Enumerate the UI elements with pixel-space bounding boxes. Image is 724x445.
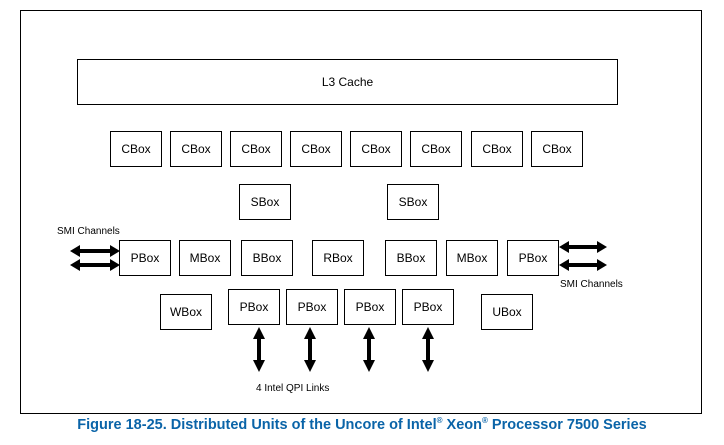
- rbox: RBox: [312, 240, 364, 276]
- qpi-links-label: 4 Intel QPI Links: [256, 383, 330, 394]
- caption-middle: Xeon: [442, 417, 482, 433]
- pbox-qpi-3: PBox: [344, 289, 396, 325]
- registered-mark-2: ®: [482, 416, 488, 426]
- mbox-right: MBox: [446, 240, 498, 276]
- cbox-6: CBox: [410, 131, 462, 167]
- pbox-qpi-1: PBox: [228, 289, 280, 325]
- pbox-smi-right: PBox: [507, 240, 559, 276]
- cbox-5: CBox: [350, 131, 402, 167]
- figure-caption: Figure 18-25. Distributed Units of the U…: [0, 417, 724, 433]
- qpi-arrow-2: [304, 327, 316, 372]
- qpi-arrow-1: [253, 327, 265, 372]
- cbox-8: CBox: [531, 131, 583, 167]
- cbox-2: CBox: [170, 131, 222, 167]
- smi-arrow-right-bottom: [559, 259, 607, 271]
- wbox: WBox: [160, 294, 212, 330]
- cbox-7: CBox: [471, 131, 523, 167]
- bbox-right: BBox: [385, 240, 437, 276]
- diagram-frame: [20, 10, 702, 414]
- cbox-4: CBox: [290, 131, 342, 167]
- registered-mark-1: ®: [436, 416, 443, 426]
- smi-arrow-left-top: [70, 245, 120, 257]
- qpi-arrow-4: [422, 327, 434, 372]
- smi-arrow-left-bottom: [70, 259, 120, 271]
- ubox: UBox: [481, 294, 533, 330]
- caption-suffix: Processor 7500 Series: [487, 417, 647, 433]
- sbox-2: SBox: [387, 184, 439, 220]
- smi-arrow-right-top: [559, 241, 607, 253]
- cbox-1: CBox: [110, 131, 162, 167]
- pbox-smi-left: PBox: [119, 240, 171, 276]
- smi-channels-right-label: SMI Channels: [560, 279, 623, 290]
- mbox-left: MBox: [179, 240, 231, 276]
- caption-prefix: Figure 18-25. Distributed Units of the U…: [77, 417, 437, 433]
- l3-cache-box: L3 Cache: [77, 59, 618, 105]
- bbox-left: BBox: [241, 240, 293, 276]
- cbox-3: CBox: [230, 131, 282, 167]
- pbox-qpi-4: PBox: [402, 289, 454, 325]
- pbox-qpi-2: PBox: [286, 289, 338, 325]
- sbox-1: SBox: [239, 184, 291, 220]
- qpi-arrow-3: [363, 327, 375, 372]
- smi-channels-left-label: SMI Channels: [57, 226, 120, 237]
